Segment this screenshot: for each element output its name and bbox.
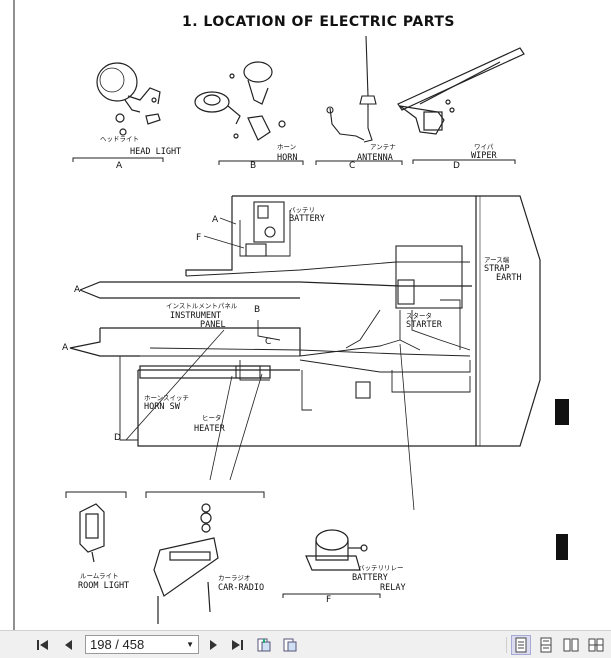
battery-relay-illustration bbox=[305, 529, 368, 571]
horn-illustration bbox=[194, 61, 286, 141]
electrical-diagram: 1. LOCATION OF ELECTRIC PARTS ヘッドライト HEA… bbox=[13, 0, 569, 630]
battery-relay-letter: F bbox=[326, 595, 331, 605]
strap-earth-jp-label: アース端 bbox=[484, 255, 510, 264]
antenna-jp-label: アンテナ bbox=[370, 143, 396, 151]
head-light-letter: A bbox=[116, 161, 123, 171]
instrument-panel-jp-label: インストルメントパネル bbox=[166, 302, 238, 310]
chevron-down-icon: ▼ bbox=[186, 640, 194, 649]
callout-d: D bbox=[114, 433, 121, 443]
car-radio-bracket bbox=[145, 491, 265, 498]
starter-label: STARTER bbox=[406, 320, 443, 330]
earth-label: EARTH bbox=[496, 273, 522, 283]
heater-label: HEATER bbox=[194, 424, 226, 434]
prev-page-icon[interactable] bbox=[58, 635, 78, 655]
battery-relay-jp-label: バッテリリレー bbox=[358, 564, 404, 572]
head-light-jp-label: ヘッドライト bbox=[100, 135, 139, 143]
battery-jp-label: バッテリ bbox=[289, 206, 315, 214]
room-light-illustration bbox=[79, 503, 105, 563]
heater-jp-label: ヒータ bbox=[202, 413, 222, 422]
document-page: 1. LOCATION OF ELECTRIC PARTS ヘッドライト HEA… bbox=[13, 0, 569, 630]
extract-pages-icon[interactable] bbox=[254, 635, 274, 655]
head-light-illustration bbox=[96, 62, 161, 136]
insert-pages-icon[interactable] bbox=[280, 635, 300, 655]
antenna-label: ANTENNA bbox=[357, 153, 393, 163]
antenna-illustration bbox=[326, 35, 377, 143]
panel-label: PANEL bbox=[200, 320, 226, 330]
vehicle-frame bbox=[69, 195, 541, 447]
starter-illustration bbox=[235, 245, 463, 399]
callout-a-left: A bbox=[62, 343, 69, 353]
battery-illustration bbox=[245, 201, 285, 257]
head-light-label: HEAD LIGHT bbox=[130, 147, 181, 157]
next-page-icon[interactable] bbox=[204, 635, 224, 655]
car-radio-jp-label: カーラジオ bbox=[218, 574, 250, 582]
room-light-label: ROOM LIGHT bbox=[78, 581, 129, 591]
wiper-jp-label: ワイパ bbox=[474, 143, 494, 151]
toolbar-separator bbox=[506, 637, 507, 653]
car-radio-illustration bbox=[153, 503, 219, 624]
continuous-view-icon[interactable] bbox=[536, 635, 556, 655]
callout-a-top: A bbox=[212, 215, 219, 225]
room-light-bracket bbox=[65, 491, 127, 498]
registration-mark-top bbox=[555, 399, 569, 425]
battery-label-relay: BATTERY bbox=[352, 573, 388, 583]
page-title: 1. LOCATION OF ELECTRIC PARTS bbox=[182, 14, 455, 30]
callout-c: C bbox=[265, 337, 271, 347]
page-number-display: 198 / 458 bbox=[90, 637, 145, 652]
relay-label: RELAY bbox=[380, 583, 406, 593]
instrument-label: INSTRUMENT bbox=[170, 311, 221, 321]
first-page-icon[interactable] bbox=[33, 635, 53, 655]
two-page-continuous-view-icon[interactable] bbox=[586, 635, 606, 655]
page-number-select[interactable]: 198 / 458 ▼ bbox=[85, 635, 199, 654]
wiper-label: WIPER bbox=[471, 151, 497, 161]
antenna-letter: C bbox=[349, 161, 355, 171]
last-page-icon[interactable] bbox=[227, 635, 247, 655]
callout-a-mid: A bbox=[74, 285, 81, 295]
starter-jp-label: スタータ bbox=[406, 311, 432, 320]
single-page-view-icon[interactable] bbox=[511, 635, 531, 655]
battery-label: BATTERY bbox=[289, 214, 325, 224]
horn-sw-jp-label: ホーンスイッチ bbox=[144, 394, 189, 402]
registration-mark-bottom bbox=[556, 534, 568, 560]
wiper-illustration bbox=[397, 47, 525, 135]
room-light-jp-label: ルームライト bbox=[80, 572, 118, 580]
car-radio-label: CAR-RADIO bbox=[218, 583, 264, 593]
horn-letter: B bbox=[250, 161, 256, 171]
callout-b: B bbox=[254, 305, 260, 315]
callout-f: F bbox=[196, 233, 201, 243]
wiring bbox=[119, 210, 471, 441]
horn-sw-label: HORN SW bbox=[144, 402, 181, 412]
strap-label: STRAP bbox=[484, 264, 510, 274]
wiper-letter: D bbox=[453, 161, 460, 171]
horn-label: HORN bbox=[277, 153, 297, 163]
two-page-view-icon[interactable] bbox=[561, 635, 581, 655]
pdf-toolbar: 198 / 458 ▼ bbox=[0, 630, 611, 658]
horn-jp-label: ホーン bbox=[277, 143, 296, 151]
